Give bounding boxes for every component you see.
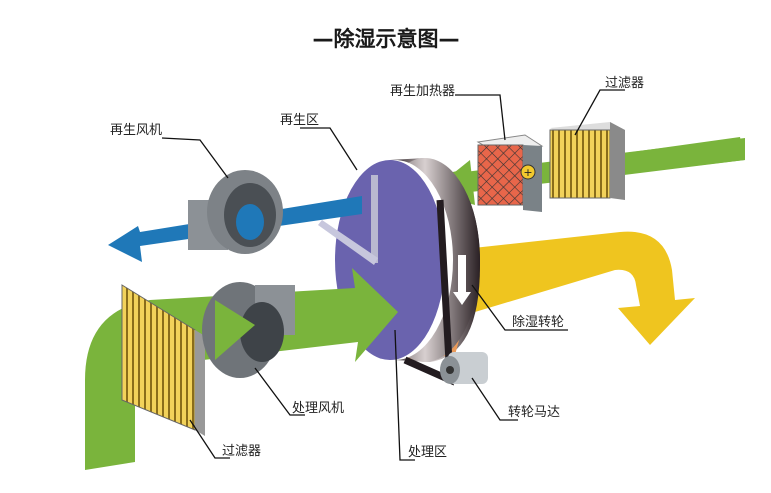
filter-top <box>549 122 625 200</box>
leader-filter-top <box>574 89 625 136</box>
dry-air-outlet-arrow <box>455 231 695 345</box>
leader-process-zone <box>394 329 415 461</box>
leader-regen-heater <box>455 94 506 141</box>
plus-sign: + <box>523 166 532 179</box>
label-process-zone: 处理区 <box>408 445 447 460</box>
leader-wheel-motor <box>471 377 518 421</box>
diagram-title: —除湿示意图— <box>313 27 460 51</box>
filter-bottom <box>121 284 205 436</box>
leader-desiccant-wheel <box>471 284 568 331</box>
rotation-arrow-icon <box>453 255 471 305</box>
plus-icon <box>520 164 536 180</box>
label-regen-heater: 再生加热器 <box>390 84 455 99</box>
leader-regen-fan <box>161 137 229 179</box>
wheel-motor <box>403 199 488 386</box>
label-process-fan: 处理风机 <box>292 401 344 416</box>
leader-process-fan <box>254 367 305 416</box>
label-regen-zone: 再生区 <box>280 113 319 128</box>
label-desiccant-wheel: 除湿转轮 <box>512 315 564 330</box>
leader-regen-zone <box>300 127 358 171</box>
label-filter-top: 过滤器 <box>605 76 644 91</box>
label-filter-bottom: 过滤器 <box>222 444 261 459</box>
process-fan <box>202 282 295 378</box>
regen-fan <box>188 170 283 254</box>
leader-filter-bottom <box>189 419 230 459</box>
regen-heater: + <box>476 134 544 212</box>
desiccant-wheel <box>318 158 480 362</box>
label-regen-fan: 再生风机 <box>110 123 162 138</box>
label-wheel-motor: 转轮马达 <box>508 405 560 420</box>
